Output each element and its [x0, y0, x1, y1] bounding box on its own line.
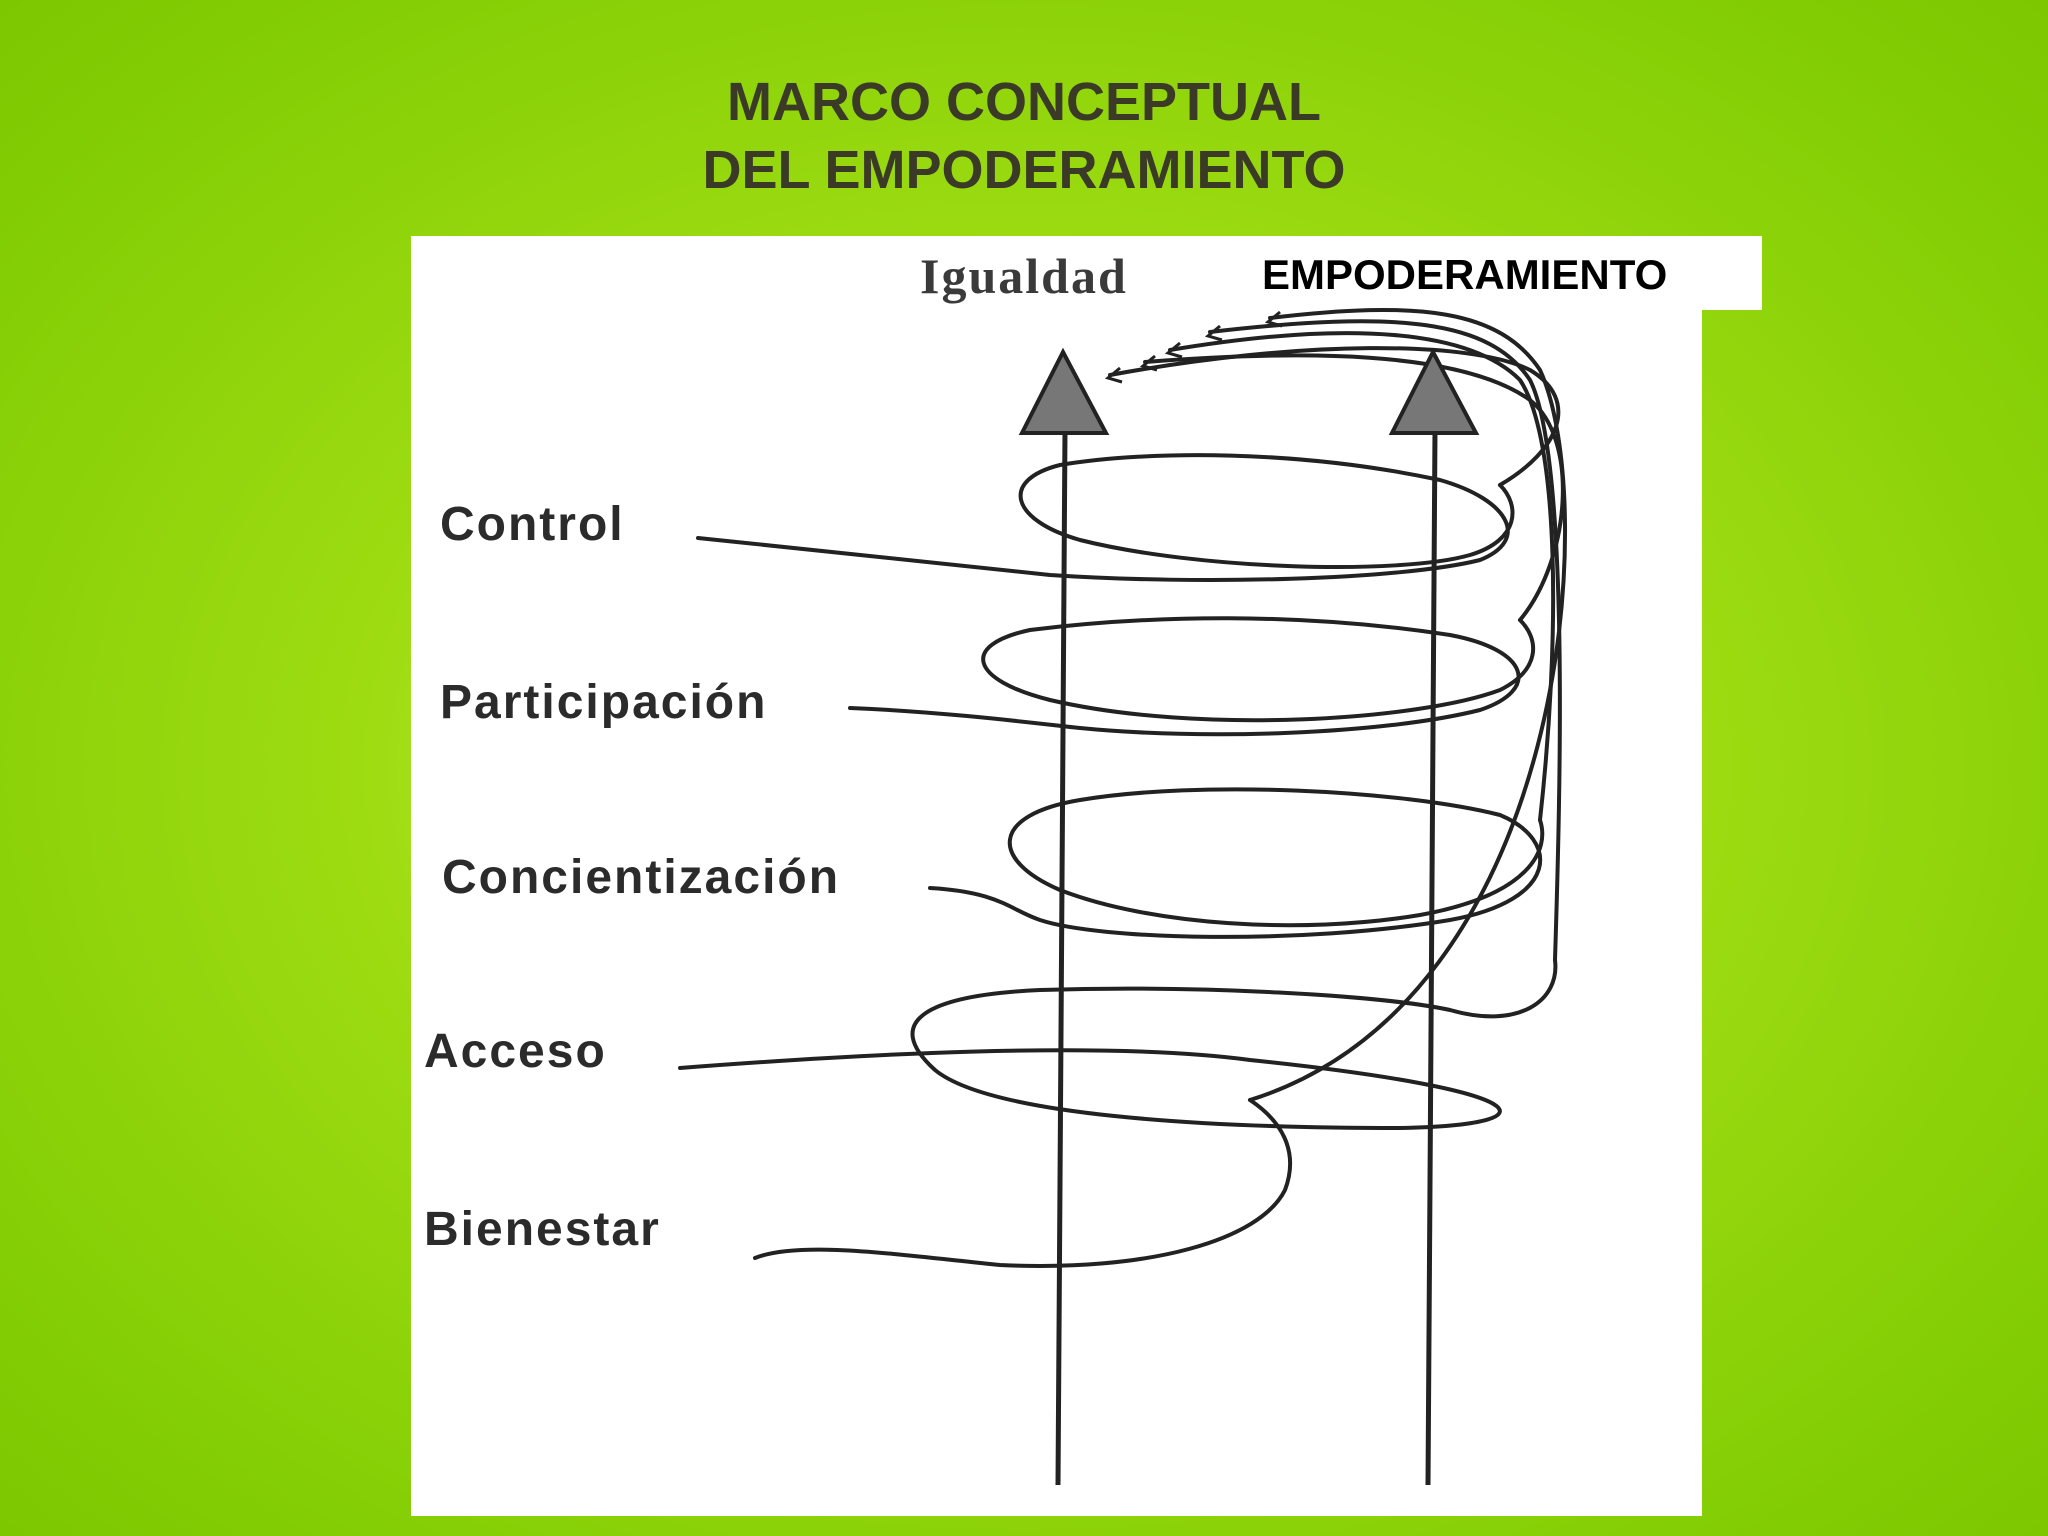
level-label-concientizacion: Concientización	[442, 851, 840, 904]
arrowhead-icon	[1164, 341, 1183, 359]
right-vertical-axis	[1425, 429, 1438, 1486]
slide-title-line-1: MARCO CONCEPTUAL	[727, 72, 1321, 132]
arrowhead-icon	[1139, 354, 1158, 372]
spiral-curl-4	[1208, 319, 1562, 962]
left-vertical-axis	[1055, 429, 1068, 1486]
level-label-control: Control	[440, 498, 625, 551]
left-axis-arrowhead-icon	[1018, 347, 1110, 435]
arrowhead-icon	[1104, 366, 1123, 384]
diagram-card	[411, 236, 1702, 1516]
arrowhead-icon	[1204, 324, 1223, 342]
igualdad-label: Igualdad	[920, 248, 1128, 304]
empoderamiento-tag	[1200, 236, 1762, 310]
slide-title-line-2: DEL EMPODERAMIENTO	[702, 140, 1346, 200]
arrowhead-icon	[1264, 310, 1283, 328]
axis-arrowheads	[1018, 347, 1480, 435]
spiral-loop-acceso	[678, 958, 1558, 1131]
level-label-participacion: Participación	[440, 676, 767, 729]
spiral-loop-participacion	[848, 616, 1535, 737]
spiral-loop-control	[696, 453, 1515, 582]
level-label-bienestar: Bienestar	[424, 1203, 661, 1256]
right-axis-arrowhead-icon	[1388, 347, 1480, 435]
spiral-loop-bienestar	[753, 1098, 1292, 1268]
spiral-curl-3	[1168, 331, 1556, 822]
empoderamiento-label: EMPODERAMIENTO	[1262, 251, 1668, 298]
spiral-loop-concientizacion	[928, 787, 1545, 939]
spiral-curl-5	[1248, 307, 1567, 1102]
small-arrowheads	[1104, 310, 1283, 384]
vertical-axes	[1055, 429, 1438, 1486]
level-label-acceso: Acceso	[424, 1025, 607, 1078]
